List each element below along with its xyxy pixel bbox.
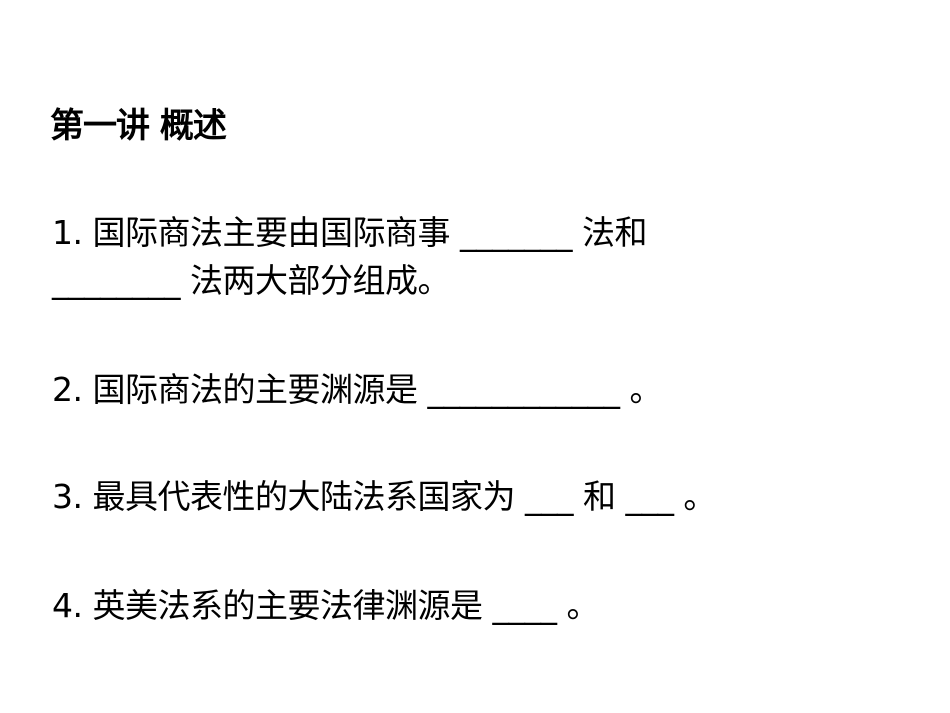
question-4: 4. 英美法系的主要法律渊源是 ____ 。 xyxy=(52,586,599,625)
question-3: 3. 最具代表性的大陆法系国家为 ___ 和 ___ 。 xyxy=(52,477,716,516)
question-2: 2. 国际商法的主要渊源是 ____________ 。 xyxy=(52,370,662,409)
slide-title: 第一讲 概述 xyxy=(50,106,227,146)
question-1-line-2: ________ 法两大部分组成。 xyxy=(52,261,451,300)
question-1-line-1: 1. 国际商法主要由国际商事 _______ 法和 xyxy=(52,213,647,252)
